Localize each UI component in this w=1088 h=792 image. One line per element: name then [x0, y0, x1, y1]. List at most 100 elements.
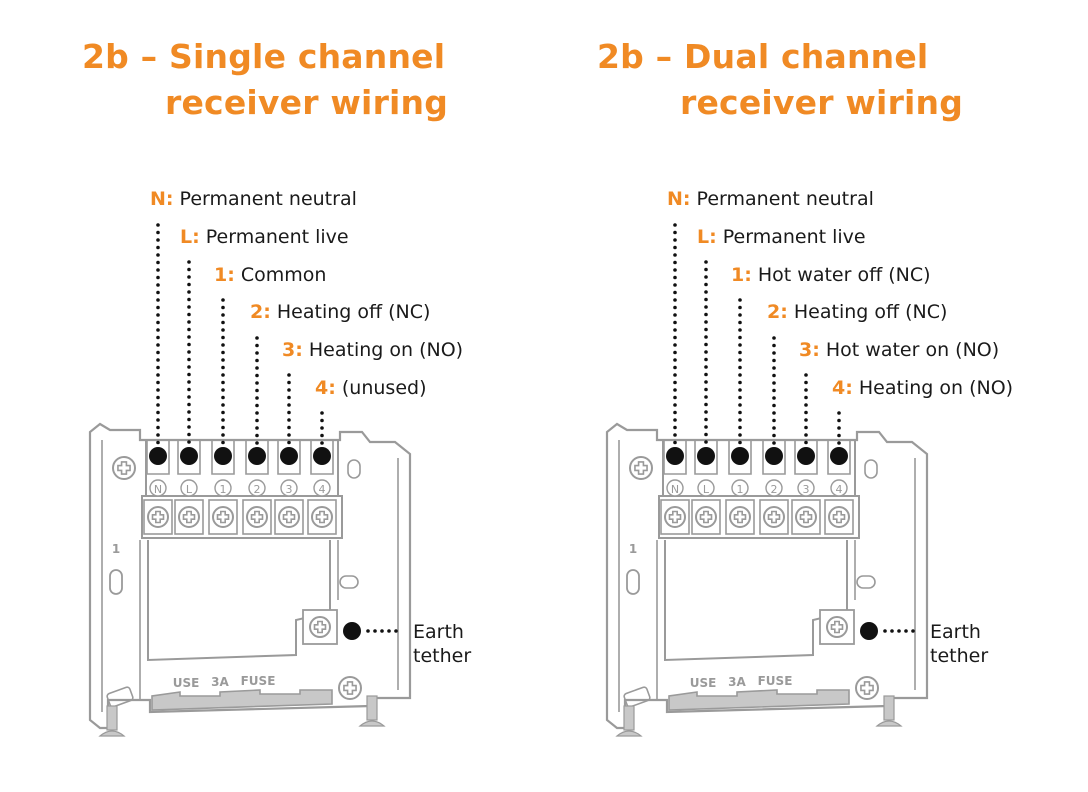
leader-dot — [673, 320, 677, 325]
leader-dot — [772, 343, 776, 348]
leader-dot — [255, 358, 259, 363]
leader-dot — [738, 440, 742, 445]
terminal-screw-icon — [311, 506, 333, 528]
leader-dot — [287, 425, 291, 430]
terminal-marker-circle — [666, 479, 684, 497]
leader-dot — [804, 440, 808, 445]
leader-dot — [804, 373, 808, 377]
leader-dot — [673, 275, 677, 280]
leader-dot — [772, 381, 776, 385]
terminal-screw-icon — [246, 506, 268, 528]
title-line-1: 2b – Dual channel — [597, 37, 929, 76]
leader-dot — [704, 417, 708, 422]
terminal-marker-label: 2 — [254, 483, 261, 496]
label-2: 2: Heating off (NC) — [250, 301, 431, 323]
leader-dot — [187, 432, 191, 437]
terminal-marker-circle — [313, 479, 331, 497]
fuse-label: USE — [173, 676, 200, 690]
leader-dot — [156, 305, 160, 310]
leader-dot — [704, 440, 708, 444]
slot-hole — [109, 569, 123, 595]
label-l: L: Permanent live — [697, 226, 866, 248]
terminal-slot — [762, 440, 786, 475]
leader-dot — [704, 395, 708, 399]
leader-dot — [738, 343, 742, 347]
terminal-marker-label: N — [671, 483, 679, 496]
leader-dot — [772, 433, 776, 438]
leader-dot — [738, 425, 742, 430]
leader-dot — [673, 335, 677, 340]
leader-dot — [156, 320, 160, 325]
leader-dot — [673, 433, 677, 437]
leader-dot — [156, 283, 160, 287]
leader-dot — [221, 425, 225, 430]
leader-dot — [156, 365, 160, 370]
leader-dot — [772, 351, 776, 355]
leader-dot — [320, 441, 324, 445]
leader-dot — [738, 365, 742, 370]
leader-dot — [255, 418, 259, 423]
leader-dot — [156, 373, 160, 377]
terminal-screw-icon — [763, 506, 785, 528]
leader-dot — [187, 350, 191, 354]
fixing-screw-icon — [98, 705, 126, 737]
leader-dot — [738, 373, 742, 377]
leader-dot — [704, 357, 708, 362]
leader-dot — [187, 440, 191, 444]
leader-dot — [704, 297, 708, 302]
leader-dot — [221, 313, 225, 317]
leader-dot — [673, 298, 677, 302]
leader-dot — [156, 425, 160, 430]
leader-dot — [187, 282, 191, 287]
leader-dot — [187, 402, 191, 407]
leader-dot — [738, 305, 742, 310]
leader-dot — [221, 358, 225, 362]
label-2: 2: Heating off (NC) — [767, 301, 948, 323]
terminal-screw-icon — [178, 506, 200, 528]
leader-dot — [673, 373, 677, 377]
leader-dot — [156, 260, 160, 265]
leader-dot — [804, 380, 808, 385]
leader-dot — [772, 336, 776, 340]
leader-dot — [287, 433, 291, 437]
side-number: 1 — [629, 542, 637, 556]
terminal-marker-circle — [697, 479, 715, 497]
earth-tether-label: Earth tether — [413, 621, 472, 667]
leader-dot — [673, 290, 677, 295]
leader-dot — [772, 373, 776, 378]
leader-dot — [738, 433, 742, 437]
inner-window — [664, 540, 848, 662]
leader-dot — [221, 343, 225, 347]
label-3: 3: Hot water on (NO) — [799, 339, 1000, 361]
label-n: N: Permanent neutral — [667, 188, 874, 210]
leader-dot — [255, 373, 259, 378]
terminal-slot — [146, 440, 170, 475]
leader-dot — [673, 283, 677, 287]
terminal-3: 3 — [274, 373, 304, 535]
terminal-marker-label: 2 — [771, 483, 778, 496]
terminal-N: N — [660, 223, 690, 535]
leader-dot — [380, 629, 384, 633]
leader-dot — [287, 403, 291, 407]
terminal-L: L — [174, 260, 204, 535]
fuse-label: 3A — [728, 675, 746, 689]
wire-dot — [731, 447, 749, 465]
terminal-N: N — [143, 223, 173, 535]
leader-dot — [673, 358, 677, 362]
leader-dot — [156, 275, 160, 280]
fixing-screw-icon — [358, 695, 386, 727]
leader-dot — [704, 425, 708, 429]
leader-dot — [673, 223, 677, 227]
terminal-marker-circle — [280, 479, 298, 497]
leader-dot — [704, 320, 708, 324]
leader-dot — [187, 365, 191, 369]
leader-dot — [221, 365, 225, 370]
leader-dot — [704, 380, 708, 384]
label-4: 4: Heating on (NO) — [832, 377, 1014, 399]
terminal-L: L — [691, 260, 721, 535]
terminal-screw-icon — [729, 506, 751, 528]
leader-dot — [366, 629, 370, 633]
wire-dot — [248, 447, 266, 465]
leader-dot — [156, 313, 160, 317]
